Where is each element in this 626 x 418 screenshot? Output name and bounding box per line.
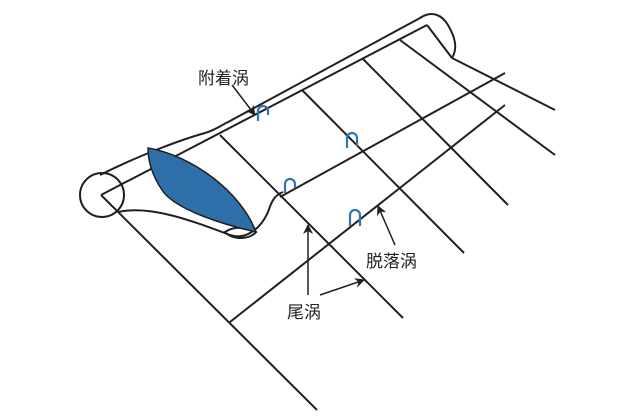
- label-shed-vortex: 脱落涡: [366, 252, 417, 272]
- trail-line: [361, 57, 509, 206]
- label-attached-vortex: 附着涡: [198, 69, 249, 89]
- arrow-shed: [377, 205, 396, 246]
- trail-line: [301, 89, 465, 254]
- wing-root-circle: [79, 172, 125, 218]
- middle-bound-line: [279, 72, 506, 198]
- trail-line: [100, 194, 318, 411]
- trail-line: [399, 39, 556, 156]
- blade-section: [147, 147, 258, 234]
- arrow-attached: [231, 84, 256, 116]
- arrow-tail-2: [319, 278, 365, 296]
- wing-upper-edge: [99, 13, 457, 176]
- leading-bound-line: [100, 24, 428, 196]
- wing-lower-edge: [117, 191, 284, 238]
- vortex-icon: [348, 208, 362, 226]
- label-tail-vortex: 尾涡: [287, 303, 321, 323]
- vortex-icon: [256, 104, 270, 121]
- trailing-bound-line: [229, 104, 506, 323]
- vortex-icon: [283, 177, 297, 193]
- trail-line: [451, 57, 556, 111]
- tip-edge-line: [426, 24, 453, 59]
- vortex-icon: [345, 131, 359, 148]
